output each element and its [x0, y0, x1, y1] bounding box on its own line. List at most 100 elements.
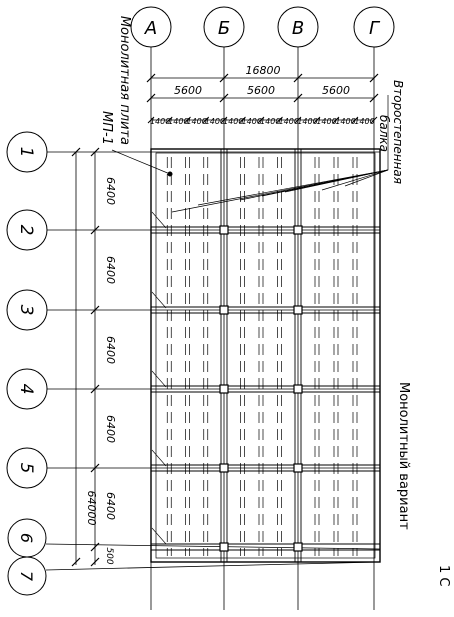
dim-tick-overall-2: [71, 557, 81, 567]
dim-sub-label-1: 1400: [150, 117, 170, 126]
end-detail-3: [151, 370, 167, 388]
axis-label-2: 2: [16, 225, 36, 236]
dim-tick-sub-6: [239, 116, 246, 124]
dim-tick-top-0-78: [146, 73, 156, 83]
dim-tick-top-1-98: [219, 93, 229, 103]
dim-overall-top: 16800: [246, 64, 281, 77]
dim-tick-sub-10: [313, 116, 321, 124]
dim-span-left-2: 6400: [104, 256, 117, 284]
axis-label-5: 5: [16, 463, 36, 474]
beam-leader-5: [284, 169, 389, 193]
dim-overall-left: 64000: [85, 491, 98, 526]
slab-leader: [111, 149, 171, 175]
axis-label-1: 1: [16, 147, 36, 158]
dim-tick-sub-4: [202, 116, 210, 124]
dim-tick-left-2: [90, 225, 100, 235]
dim-tick-sub-8: [276, 116, 283, 124]
dim-sub-label-3: 1400: [186, 117, 206, 126]
dim-tick-sub-2: [165, 116, 173, 124]
dim-tick-sub-3: [184, 116, 191, 124]
axis-bubble-5: 5: [6, 447, 48, 489]
dim-sub-label-4: 1400: [205, 117, 225, 126]
dim-tick-sub-1: [147, 116, 155, 124]
axis-line-row-7: [45, 561, 381, 571]
axis-bubble-6: 6: [7, 518, 47, 558]
slab-label: Монолитная плита: [117, 16, 132, 145]
axis-label-3: 3: [16, 305, 36, 316]
column-1-1: [219, 225, 229, 235]
column-1-2: [219, 305, 229, 315]
dim-end-gap: 500: [104, 547, 114, 564]
section-arrow-head: [422, 550, 434, 556]
column-2-2: [293, 305, 303, 315]
dim-bay-top-3: 5600: [322, 84, 350, 97]
dim-tick-top-2-98: [293, 93, 303, 103]
dim-sub-label-9: 1400: [297, 117, 317, 126]
section-mark: 1 С: [436, 565, 451, 586]
dim-sub-label-12: 1400: [354, 117, 374, 126]
column-2-3: [293, 384, 303, 394]
dim-tick-sub-7: [257, 116, 265, 124]
column-2-4: [293, 463, 303, 473]
section-arrow: [422, 550, 434, 600]
axis-label-6: 6: [17, 533, 36, 543]
column-1-4: [219, 463, 229, 473]
dim-tick-left-5: [90, 463, 100, 473]
dim-tick-sub-13: [370, 116, 378, 124]
axis-bubble-1: 1: [6, 131, 48, 173]
dim-sub-label-5: 1400: [223, 117, 243, 126]
dim-bay-top-2: 5600: [247, 84, 275, 97]
dim-sub-label-2: 1400: [168, 117, 188, 126]
dim-tick-top-0-98: [146, 93, 156, 103]
axis-bubble-a: А: [130, 6, 172, 48]
dim-sub-label-10: 1400: [316, 117, 336, 126]
axis-bubble-4: 4: [6, 368, 48, 410]
dim-tick-sub-11: [332, 116, 340, 124]
dim-bay-top-1: 5600: [174, 84, 202, 97]
dim-tick-sub-12: [351, 116, 359, 124]
beam-leader-6: [321, 169, 389, 191]
dim-span-left-3: 6400: [104, 336, 117, 364]
dim-tick-overall-1: [71, 147, 81, 157]
column-2-5: [293, 542, 303, 552]
dim-tick-top-3-78: [369, 73, 379, 83]
dim-tick-left-3: [90, 305, 100, 315]
beam-label-2: балка: [377, 115, 391, 152]
axis-label-v: В: [292, 18, 304, 39]
dim-sub-label-6: 1400: [242, 117, 262, 126]
dim-tick-left-1: [90, 147, 100, 157]
column-1-5: [219, 542, 229, 552]
end-detail-5: [151, 527, 167, 545]
axis-label-7: 7: [17, 571, 36, 582]
dim-tick-left-4: [90, 384, 100, 394]
dim-tick-left-7: [90, 557, 100, 567]
axis-label-g: Г: [369, 18, 381, 39]
beam-leader-7: [344, 169, 389, 187]
axis-bubble-g: Г: [353, 6, 395, 48]
dim-tick-left-6: [90, 542, 100, 552]
column-2-1: [293, 225, 303, 235]
axis-label-a: А: [144, 18, 157, 39]
beam-leader-2: [197, 169, 389, 206]
column-1-3: [219, 384, 229, 394]
axis-bubble-7: 7: [7, 556, 47, 596]
end-detail-4: [151, 449, 167, 467]
axis-line-row-6: [45, 543, 381, 550]
axis-bubble-2: 2: [6, 209, 48, 251]
dim-span-left-1: 6400: [104, 177, 117, 205]
axis-bubble-3: 3: [6, 289, 48, 331]
axis-bubble-b: Б: [203, 6, 245, 48]
slab-leader-dot: [167, 171, 173, 177]
end-detail-1: [151, 211, 167, 229]
dim-span-left-4: 6400: [104, 415, 117, 443]
dim-sub-label-11: 1400: [335, 117, 355, 126]
dim-sub-label-8: 1400: [279, 117, 299, 126]
variant-label: Монолитный вариант: [396, 382, 411, 530]
slab-outline: [150, 148, 381, 563]
dim-tick-top-2-78: [293, 73, 303, 83]
dim-tick-top-3-98: [369, 93, 379, 103]
dim-tick-sub-9: [294, 116, 302, 124]
slab-mark: МП-1: [99, 111, 114, 145]
slab-inner-outline: [155, 152, 376, 559]
